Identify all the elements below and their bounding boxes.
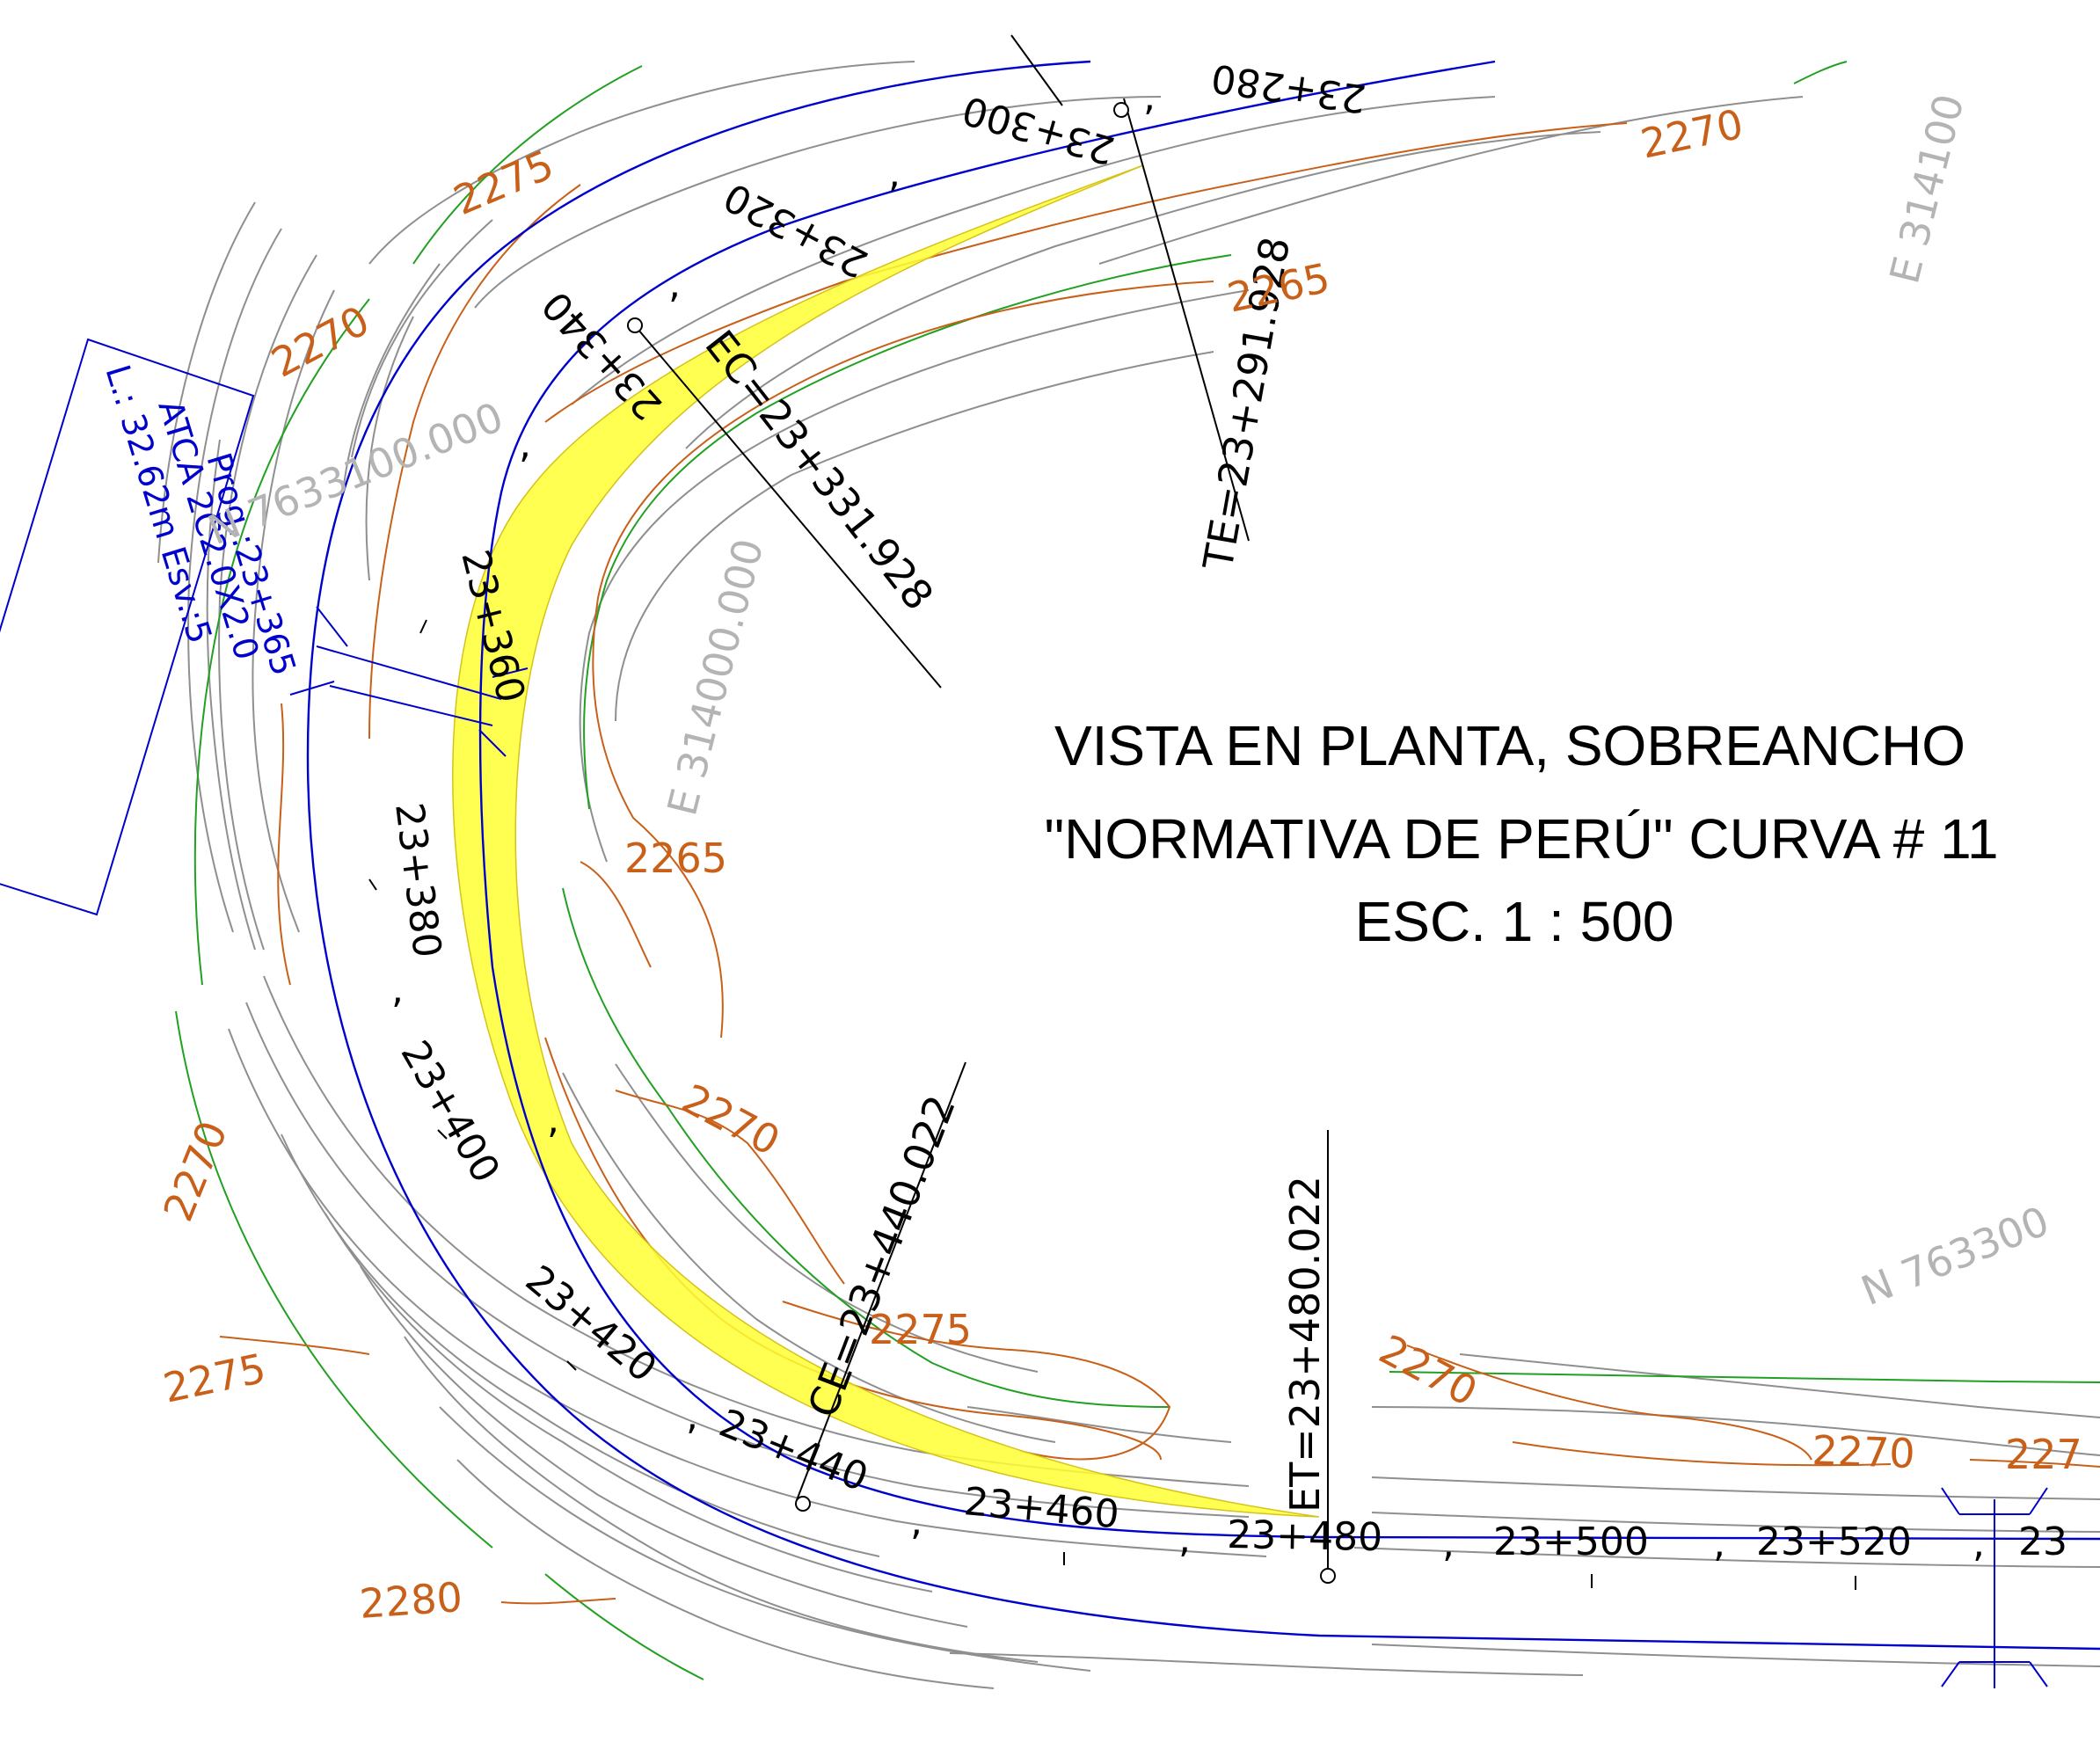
svg-text:,: , <box>668 262 681 307</box>
station-23-340: 23+340 <box>534 282 671 428</box>
grid-easting: E 314000.000 <box>658 534 772 820</box>
svg-text:,: , <box>391 967 404 1012</box>
contour-label: 2270 <box>674 1075 788 1165</box>
contour-label: 2280 <box>358 1573 464 1628</box>
drawing-title: VISTA EN PLANTA, SOBREANCHO "NORMATIVA D… <box>1044 714 1998 953</box>
station-23-500: 23+500 <box>1493 1520 1649 1564</box>
station-23-480: 23+480 <box>1227 1512 1383 1560</box>
culvert-symbol-right <box>1941 1487 2048 1688</box>
curve-point-lines <box>632 34 1329 1574</box>
contour-label: 2275 <box>159 1345 270 1412</box>
widening-area <box>452 164 1320 1518</box>
curve-point-labels: TE=23+291.928 EC=23+331.928 CE=23+440.02… <box>696 233 1329 1512</box>
svg-text:,: , <box>547 1097 559 1142</box>
label-et: ET=23+480.022 <box>1281 1176 1329 1512</box>
station-23-380: 23+380 <box>386 800 449 960</box>
svg-text:,: , <box>1178 1517 1191 1562</box>
title-line-3: ESC. 1 : 500 <box>1355 890 1674 953</box>
contour-label: 2270 <box>1637 100 1747 168</box>
info-box: Prog.:23+365 ATCA 2C2.0X2.0 L.: 32.62m E… <box>0 338 303 916</box>
svg-text:,: , <box>910 1499 922 1544</box>
contour-label: 2265 <box>1223 254 1334 322</box>
label-ce: CE=23+440.022 <box>798 1089 965 1424</box>
contour-label: 2270 <box>264 296 377 387</box>
title-line-1: VISTA EN PLANTA, SOBREANCHO <box>1054 714 1965 777</box>
svg-text:,: , <box>1713 1521 1725 1566</box>
svg-text:,: , <box>1972 1521 1985 1566</box>
grid-easting: E 314100 <box>1880 90 1972 288</box>
svg-text:,: , <box>1143 75 1156 120</box>
station-23-520: 23+520 <box>1756 1520 1912 1564</box>
svg-text:,: , <box>888 151 901 196</box>
index-contours <box>219 122 2100 1605</box>
contour-label: 2265 <box>624 835 727 882</box>
contour-label: 2270 <box>154 1114 237 1228</box>
station-23-320: 23+320 <box>717 173 875 286</box>
curve-point-markers <box>627 102 1336 1584</box>
station-ticks <box>368 619 1856 1590</box>
contour-label: 227 <box>2005 1431 2082 1478</box>
contour-label: 2275 <box>447 141 560 224</box>
terrain-contours <box>157 61 2100 1689</box>
culvert-symbol <box>289 606 529 757</box>
station-23-400: 23+400 <box>391 1033 508 1191</box>
road-alignment <box>306 60 2100 1651</box>
contour-label: 2270 <box>1372 1325 1485 1416</box>
station-23-540: 23 <box>2018 1520 2067 1564</box>
station-commas: , , , , , , , , , , , , <box>391 75 1985 1566</box>
svg-text:,: , <box>686 1394 698 1439</box>
contour-label: 2270 <box>1812 1426 1916 1477</box>
svg-text:,: , <box>1442 1521 1455 1566</box>
grid-northing: N 763300 <box>1855 1197 2056 1315</box>
contour-label: 2275 <box>869 1306 972 1353</box>
svg-text:,: , <box>519 422 531 467</box>
title-line-2: "NORMATIVA DE PERÚ" CURVA # 11 <box>1044 807 1998 871</box>
